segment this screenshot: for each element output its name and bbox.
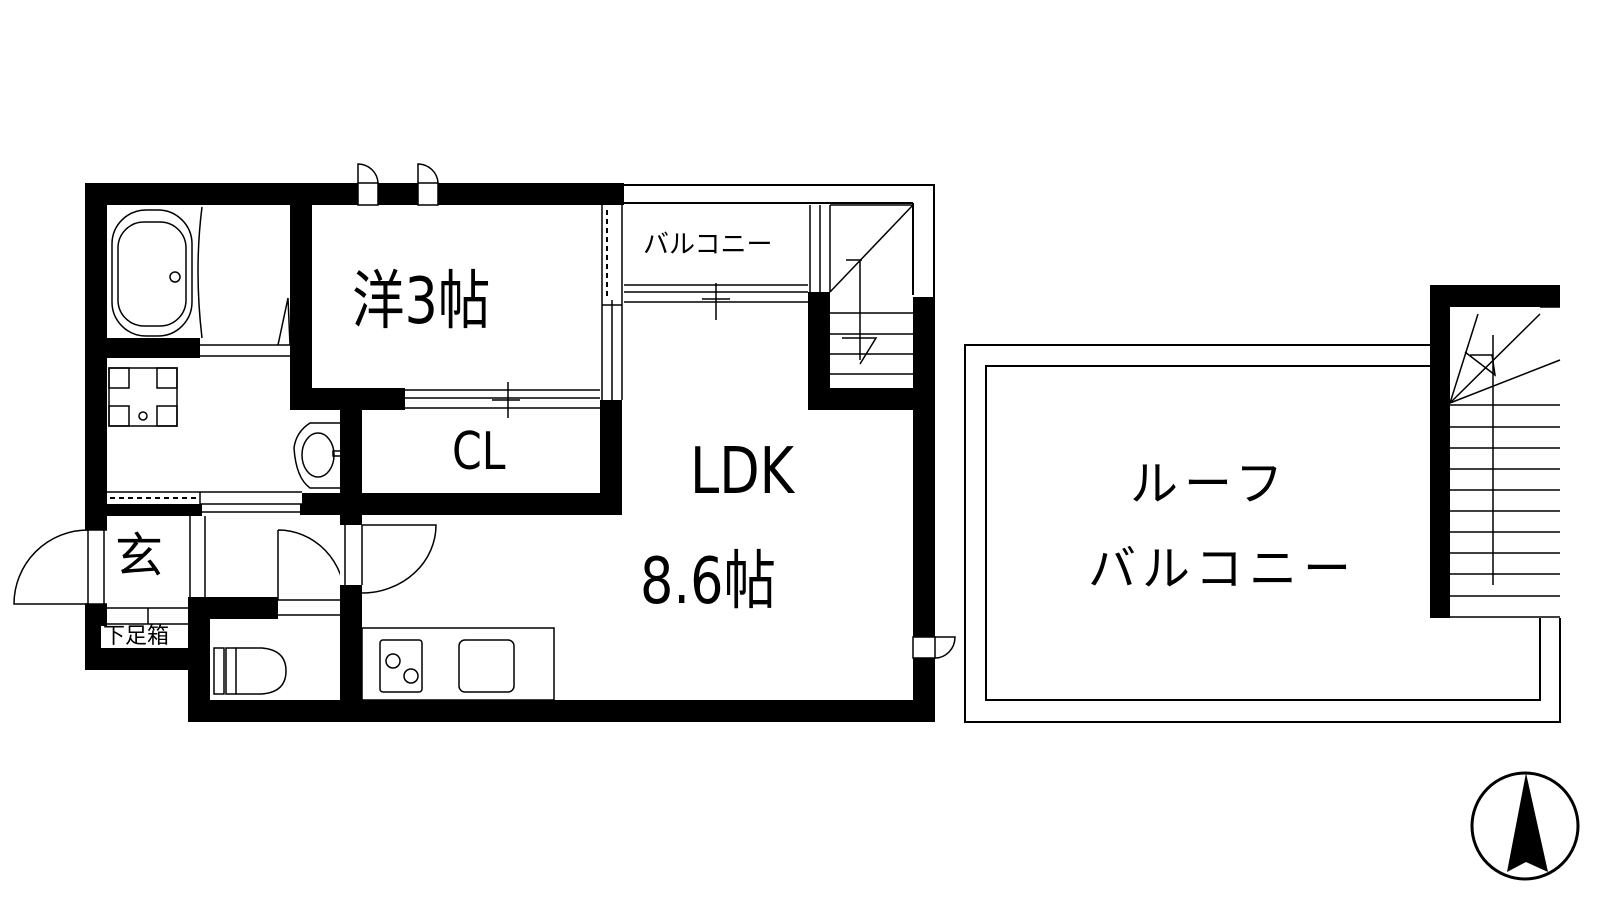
entrance-label: 玄 <box>115 528 164 584</box>
entrance-door[interactable] <box>13 529 107 605</box>
roof-balcony-label-line2: バルコニー <box>1088 541 1358 597</box>
north-arrow-icon <box>1470 771 1580 881</box>
roof-staircase-icon <box>1430 285 1561 618</box>
top-vents <box>357 163 439 206</box>
ldk-balcony-window <box>624 205 831 320</box>
bathtub-icon <box>111 206 291 357</box>
toilet-door[interactable] <box>277 529 346 616</box>
roof-balcony-outline <box>964 344 1561 723</box>
balcony-outline <box>624 184 935 300</box>
roof-balcony-label-line1: ルーフ <box>1130 456 1290 512</box>
ldk-label: LDK <box>690 435 795 509</box>
staircase-icon <box>829 204 914 375</box>
washroom-sliding-door <box>107 491 302 513</box>
balcony-label: バルコニー <box>643 230 773 260</box>
western-room-window <box>601 205 623 400</box>
ldk-size-label: 8.6帖 <box>640 545 776 619</box>
western-room-label: 洋3帖 <box>352 265 491 339</box>
shoe-box <box>107 516 206 625</box>
washbasin-icon <box>293 422 346 489</box>
exterior-walls <box>85 183 935 722</box>
toilet-icon <box>213 647 287 695</box>
interior-walls <box>107 183 935 722</box>
closet-label: CL <box>452 422 506 482</box>
washing-machine-icon <box>108 367 178 427</box>
shoe-box-label: 下足箱 <box>101 624 172 649</box>
kitchen-counter <box>361 627 555 701</box>
closet-sliding-door[interactable] <box>405 382 600 418</box>
ldk-side-door[interactable] <box>912 636 956 659</box>
ldk-door[interactable] <box>340 524 437 594</box>
